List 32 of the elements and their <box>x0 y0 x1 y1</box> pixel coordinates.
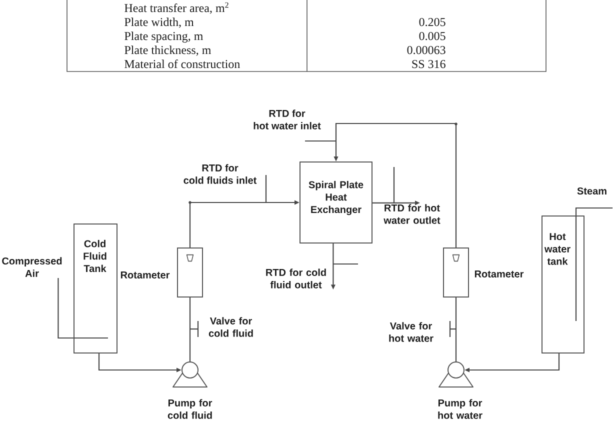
tank: Hot water tank <box>542 216 584 354</box>
pipe-line <box>189 298 191 362</box>
pump-label: Pump for cold fluid <box>168 399 212 419</box>
property-value: 0.205 <box>419 18 446 26</box>
rotameter <box>443 248 469 298</box>
property-value: 0.005 <box>419 32 446 40</box>
property-value: 0.00063 <box>407 46 446 54</box>
edge-label: Steam <box>577 187 607 195</box>
pump-symbol <box>438 362 474 388</box>
property-name: Plate spacing, m <box>124 32 203 43</box>
rotameter-label: Rotameter <box>474 270 524 278</box>
rotameter-label: Rotameter <box>120 272 170 278</box>
property-name: Heat transfer area, m$^{2}$ <box>124 2 228 14</box>
pump-label: Pump for hot water <box>438 399 482 419</box>
valve-label: Valve for cold fluid <box>208 317 253 337</box>
property-name: Material of construction <box>124 60 240 68</box>
pipe-line <box>455 298 457 362</box>
heat-exchanger-box: Spiral Plate Heat Exchanger <box>300 162 372 244</box>
property-name: Plate thickness, m <box>124 46 211 56</box>
pump-symbol <box>172 362 208 388</box>
pipe-line <box>58 278 74 339</box>
sensor-label: RTD for hot water outlet <box>384 204 440 224</box>
valve-label: Valve for hot water <box>389 322 434 342</box>
pipe-line <box>575 207 612 216</box>
air-inlet-label: Compressed Air <box>2 257 62 277</box>
property-name: Plate width, m <box>124 18 194 28</box>
sensor-label: RTD for cold fluids inlet <box>184 164 257 184</box>
property-value: SS 316 <box>412 60 446 68</box>
sensor-label: RTD for hot water inlet <box>254 110 321 130</box>
tank: Cold Fluid Tank <box>74 224 118 354</box>
rotameter <box>177 248 203 298</box>
sensor-label: RTD for cold fluid outlet <box>266 268 326 288</box>
